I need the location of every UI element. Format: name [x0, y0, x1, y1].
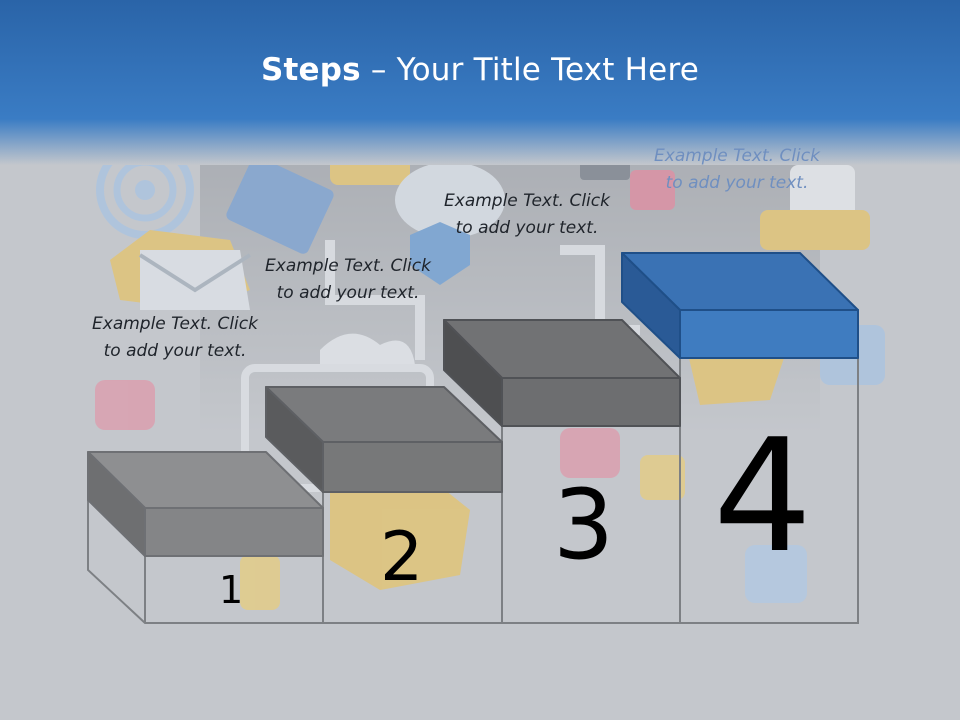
- title-rest: – Your Title Text Here: [360, 52, 699, 88]
- step-1-number: 1: [219, 568, 244, 612]
- step-3-caption[interactable]: Example Text. Click to add your text.: [444, 191, 610, 238]
- step-block-3: [443, 319, 681, 427]
- title-strong: Steps: [260, 52, 361, 88]
- step-3-number: 3: [553, 469, 615, 581]
- step-1-caption[interactable]: Example Text. Click to add your text.: [92, 314, 258, 361]
- step-block-1: [87, 451, 324, 557]
- step-4-caption[interactable]: Example Text. Click to add your text.: [654, 146, 820, 193]
- step-2-number: 2: [380, 518, 424, 597]
- header-band: [0, 0, 960, 165]
- step-2-caption[interactable]: Example Text. Click to add your text.: [265, 256, 431, 303]
- step-4-number: 4: [713, 405, 813, 587]
- step-block-2: [265, 386, 503, 493]
- step-block-4: [621, 252, 859, 359]
- slide-title[interactable]: Steps – Your Title Text Here: [0, 52, 960, 88]
